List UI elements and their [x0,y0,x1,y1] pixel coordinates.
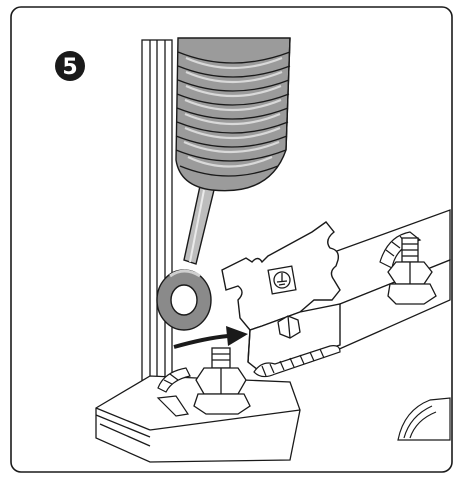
partial-bracket-bottom-right [397,397,451,441]
curved-arrow-icon [173,326,248,349]
step-number: 5 [62,55,77,80]
figure-frame [10,6,453,473]
bolt-icon [387,237,437,305]
hex-nut-icon [277,315,301,339]
step-number-badge: 5 [55,51,85,81]
weld-bead [253,345,341,378]
weld-bead-left [156,367,191,417]
spring-eye-hook [156,185,215,331]
vertical-post [141,39,173,386]
bolt-left [193,347,251,415]
ground-symbol-icon [267,265,297,295]
base-plate [95,375,301,463]
spring-coil [175,37,291,192]
